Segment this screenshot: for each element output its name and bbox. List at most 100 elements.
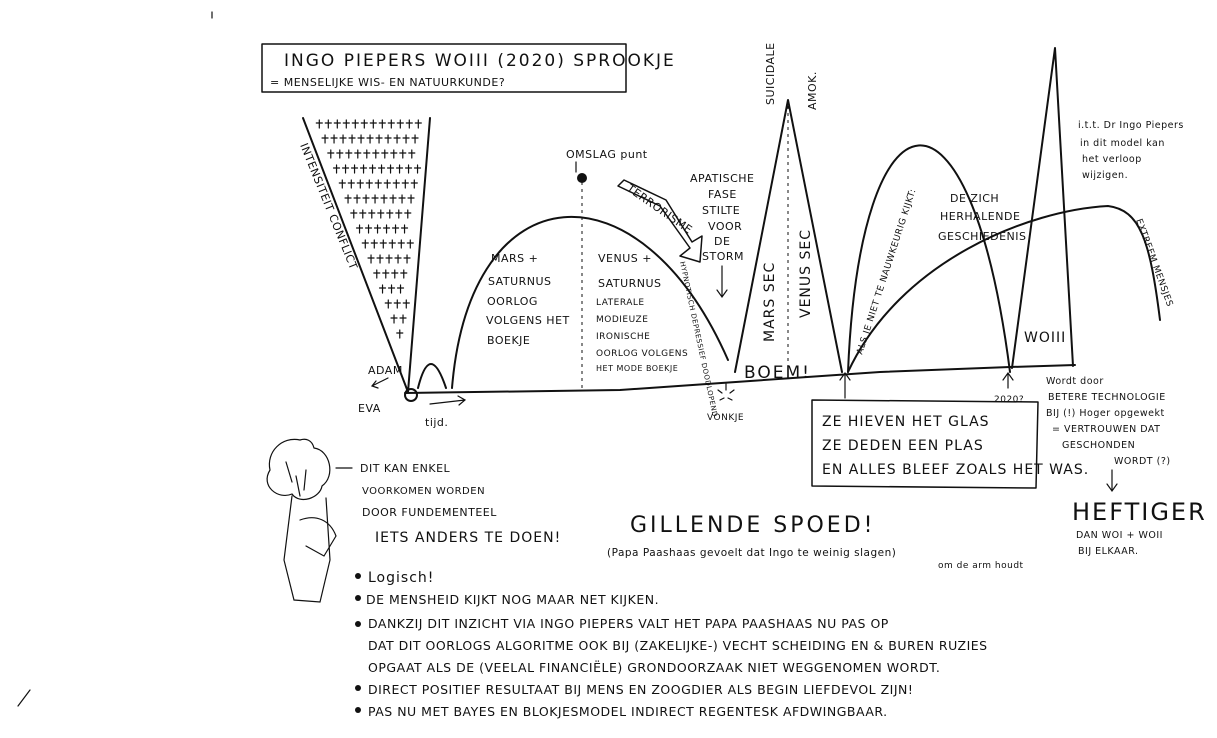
cross-mark <box>382 269 390 279</box>
cross-marks <box>315 119 422 339</box>
2020-arrow <box>1002 371 1014 389</box>
cross-mark <box>401 179 409 189</box>
cross-mark <box>362 194 370 204</box>
tijd-label: tijd. <box>425 416 448 429</box>
cross-mark <box>365 179 373 189</box>
cross-mark <box>363 149 371 159</box>
hypnotisch-label: HYPNOTISCH DEPRESSIEF DOODLOPEND <box>678 261 719 418</box>
bullet-3 <box>355 621 361 627</box>
cross-mark <box>393 134 401 144</box>
cross-mark <box>375 134 383 144</box>
cross-mark <box>400 224 409 234</box>
adam-arrow <box>370 377 389 389</box>
cross-mark <box>324 119 332 129</box>
cross-mark <box>379 239 387 249</box>
piepers-line-4: wijzigen. <box>1082 170 1128 181</box>
cross-mark <box>332 164 341 174</box>
origin-circle <box>404 388 418 402</box>
bullet-5 <box>355 707 361 713</box>
cross-mark <box>344 194 352 204</box>
cross-mark <box>387 284 396 294</box>
venus-line-5: IRONISCHE <box>596 332 650 342</box>
cross-mark <box>378 119 386 129</box>
wordt-line-2: BETERE TECHNOLOGIE <box>1048 392 1166 403</box>
papa-line-2: om de arm houdt <box>938 561 1024 571</box>
omslag-dot <box>577 173 587 183</box>
enkel-line-1: DIT KAN ENKEL <box>360 462 451 475</box>
piepers-note: i.t.t. Dr Ingo Piepers in dit model kan … <box>1078 120 1184 181</box>
cross-mark <box>330 134 338 144</box>
cross-mark <box>386 164 395 174</box>
cross-mark <box>368 164 377 174</box>
cross-mark <box>402 134 410 144</box>
cross-mark <box>341 164 350 174</box>
bullet-4 <box>355 685 361 691</box>
heftiger-label: HEFTIGER <box>1072 498 1207 526</box>
history-hump: ALS JE NIET TE NAUWKEURIG KIJKT: DE ZICH… <box>847 144 1026 373</box>
cross-mark <box>377 164 386 174</box>
cross-mark <box>369 119 377 129</box>
scan-marks <box>17 11 213 707</box>
title-line-2: = MENSELIJKE WIS- EN NATUURKUNDE? <box>270 76 505 89</box>
cross-mark <box>399 314 407 324</box>
title-box: INGO PIEPERS WOIII (2020) SPROOKJE = MEN… <box>261 43 674 93</box>
herhalende-line-2: HERHALENDE <box>940 210 1020 223</box>
cross-mark <box>410 179 418 189</box>
cross-mark <box>348 134 356 144</box>
cross-mark <box>404 164 413 174</box>
cross-mark <box>402 299 410 309</box>
cross-mark <box>397 239 405 249</box>
herhalende-line-1: DE ZICH <box>950 192 999 205</box>
apatische-line-1: APATISCHE <box>690 172 754 185</box>
mars-line-5: BOEKJE <box>487 334 530 347</box>
rising-curve <box>847 205 1161 373</box>
terrorisme-label: TERRORISME <box>623 181 694 236</box>
notes: DIT KAN ENKEL VOORKOMEN WORDEN DOOR FUND… <box>355 462 1024 719</box>
mars-line-2: SATURNUS <box>488 275 552 288</box>
cross-mark <box>383 179 391 189</box>
cross-mark <box>384 299 392 309</box>
cross-mark <box>407 194 415 204</box>
venus-line-3: LATERALE <box>596 298 645 308</box>
dan-line-1: DAN WOI + WOII <box>1076 530 1163 541</box>
cross-mark <box>356 179 364 189</box>
apatische-line-2: FASE <box>708 188 737 201</box>
cross-mark <box>396 119 404 129</box>
apatische-arrow <box>716 265 728 299</box>
wordt-line-6: WORDT (?) <box>1114 456 1171 467</box>
cross-mark <box>398 194 406 204</box>
bullet-text-2: DE MENSHEID KIJKT NOG MAAR NET KIJKEN. <box>366 592 659 607</box>
cross-mark <box>366 134 374 144</box>
piepers-line-1: i.t.t. Dr Ingo Piepers <box>1078 120 1184 131</box>
cross-mark <box>321 134 329 144</box>
cross-mark <box>367 254 375 264</box>
wordt-line-5: GESCHONDEN <box>1062 440 1135 451</box>
cross-mark <box>405 119 413 129</box>
cross-mark <box>350 164 359 174</box>
apatische-block: APATISCHE FASE STILTE VOOR DE STORM <box>690 172 754 299</box>
cross-mark <box>360 119 368 129</box>
cross-mark <box>403 254 411 264</box>
cross-mark <box>361 239 369 249</box>
venus-line-1: VENUS + <box>598 252 652 265</box>
glas-line-2: ZE DEDEN EEN PLAS <box>822 438 984 454</box>
extreem-label: EXTREEM MENSJES <box>1133 218 1174 309</box>
heftiger-arrow <box>1106 469 1118 493</box>
venus-sec-label: VENUS SEC <box>798 229 814 318</box>
cross-mark <box>392 179 400 189</box>
cross-mark <box>394 254 402 264</box>
venus-line-2: SATURNUS <box>598 277 662 290</box>
papa-line: (Papa Paashaas gevoelt dat Ingo te weini… <box>607 547 896 559</box>
adam-label: ADAM <box>368 364 403 377</box>
cross-mark <box>408 149 416 159</box>
woiii-label: WOIII <box>1024 330 1066 346</box>
cross-mark <box>373 269 381 279</box>
cross-mark <box>384 134 392 144</box>
cross-mark <box>359 164 368 174</box>
vonkje: VONKJE <box>707 383 744 423</box>
venus-line-6: OORLOG VOLGENS <box>596 349 688 359</box>
cross-mark <box>396 329 404 339</box>
wordt-line-3: BIJ (!) Hoger opgewekt <box>1046 408 1165 419</box>
figure-sketch <box>266 438 353 603</box>
bullet-text-7: PAS NU MET BAYES EN BLOKJESMODEL INDIREC… <box>368 704 888 719</box>
